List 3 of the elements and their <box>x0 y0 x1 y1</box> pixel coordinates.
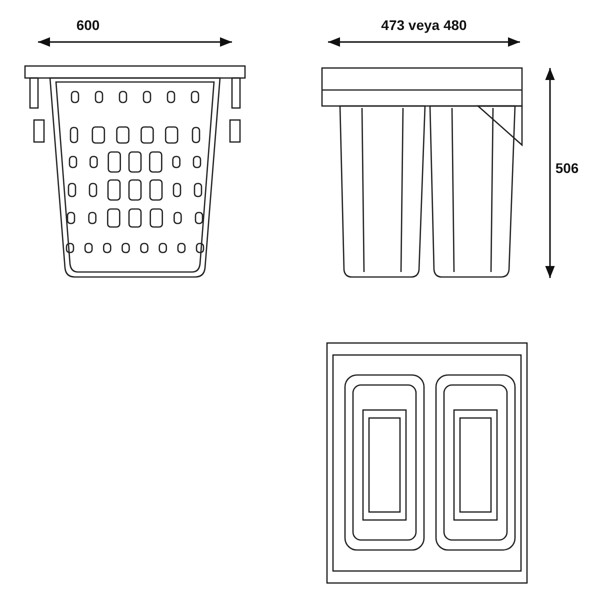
dimension-label: 600 <box>76 17 100 33</box>
dimension-label: 473 veya 480 <box>381 17 467 33</box>
dimension-label: 506 <box>555 160 579 176</box>
